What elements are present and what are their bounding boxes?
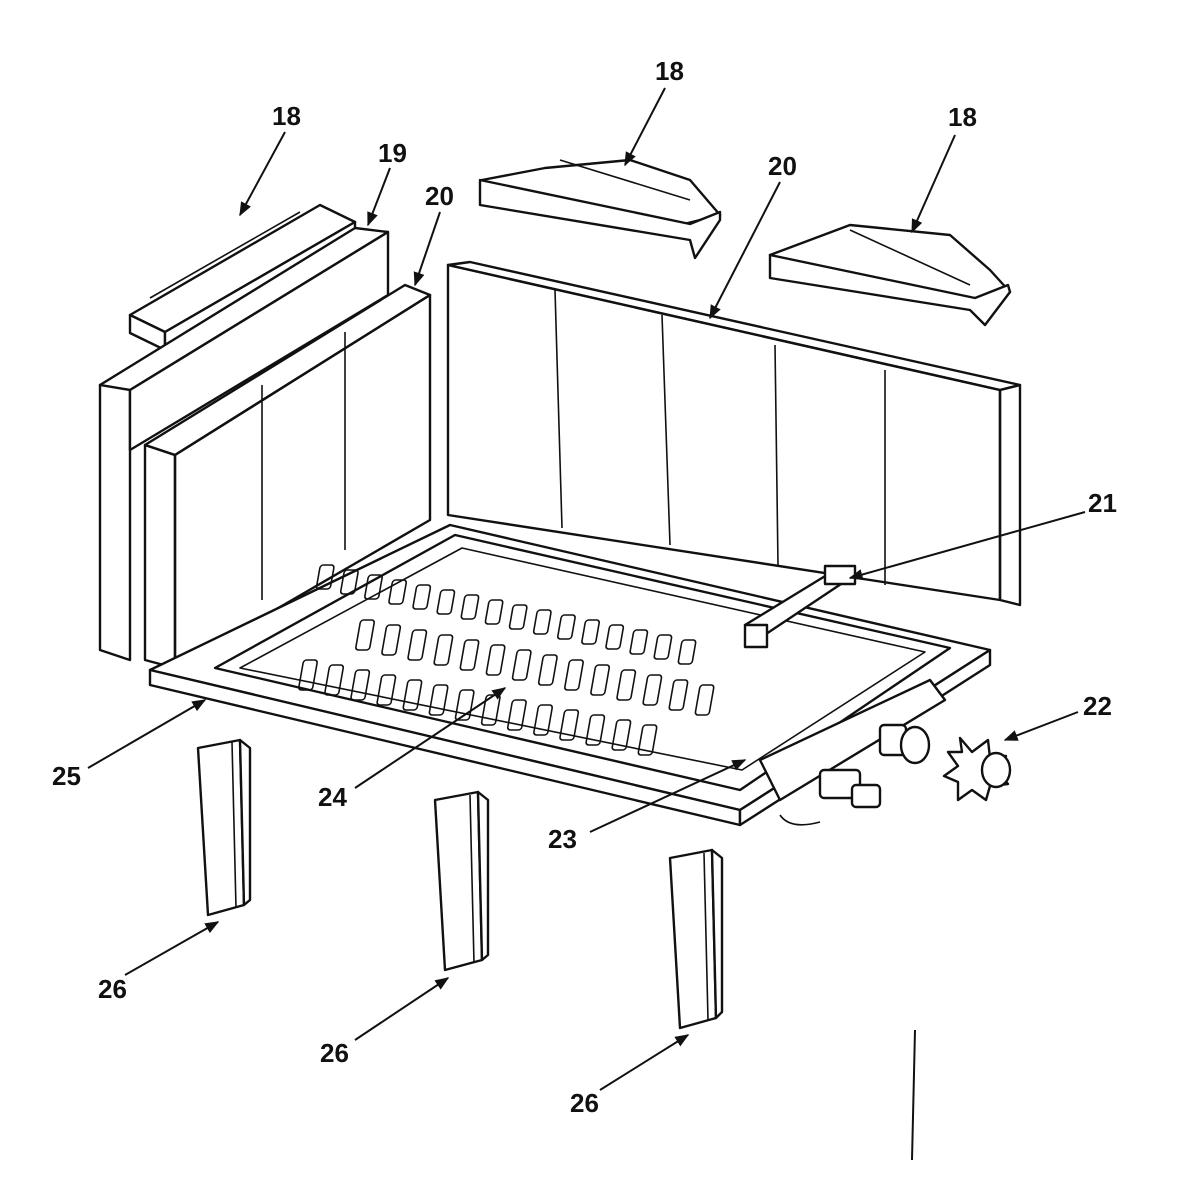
leader-lines — [87, 87, 1086, 1091]
scan-artifact-line — [911, 1029, 916, 1161]
callout-21: 21 — [1088, 488, 1117, 518]
burner-tube — [743, 564, 857, 649]
grate-panel — [213, 533, 952, 792]
callout-22: 22 — [1083, 691, 1112, 721]
control-knob — [942, 736, 1012, 802]
left-side-panel — [98, 226, 390, 662]
support-leg-1 — [196, 738, 252, 917]
callout-26-middle: 26 — [320, 1038, 349, 1068]
callout-25: 25 — [52, 761, 81, 791]
callout-24: 24 — [318, 782, 347, 812]
callout-18-right: 18 — [948, 102, 977, 132]
callout-20-left: 20 — [425, 181, 454, 211]
back-refractory-bricks — [446, 260, 1022, 607]
gas-valve-assembly — [758, 678, 947, 826]
callout-26-right: 26 — [570, 1088, 599, 1118]
support-leg-2 — [433, 790, 490, 972]
left-refractory-bricks — [143, 283, 432, 670]
callout-20-back: 20 — [768, 151, 797, 181]
callout-19: 19 — [378, 138, 407, 168]
top-log-center — [478, 158, 722, 260]
top-log-right — [768, 223, 1012, 327]
callout-18-left: 18 — [272, 101, 301, 131]
callout-18-center: 18 — [655, 56, 684, 86]
callout-26-left: 26 — [98, 974, 127, 1004]
support-leg-3 — [668, 848, 724, 1030]
callout-23: 23 — [548, 824, 577, 854]
